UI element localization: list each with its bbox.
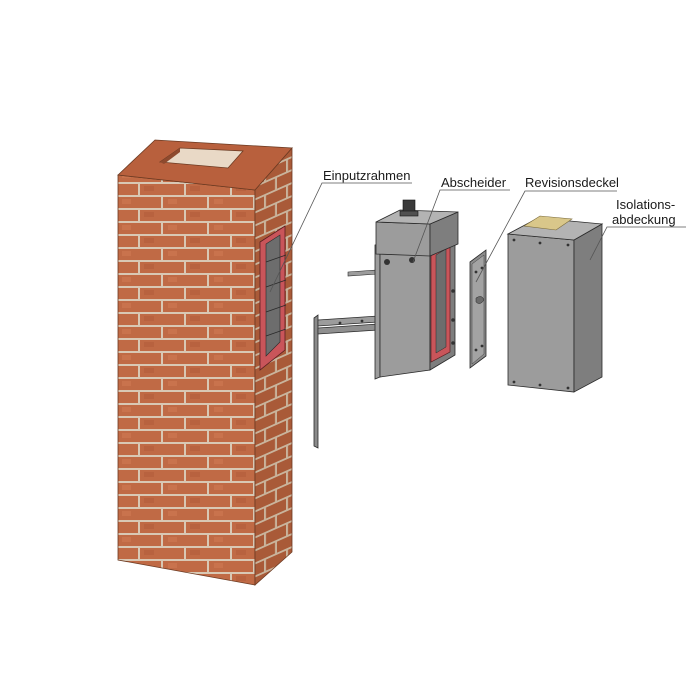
- chimney-front-face: [117, 174, 256, 586]
- insulation-material: [523, 215, 573, 231]
- leader-isolationsabdeckung: [589, 226, 686, 261]
- brick-chimney: [117, 139, 293, 586]
- label-isolationsabdeckung-line1: Isolations-: [616, 197, 675, 212]
- leader-revisionsdeckel: [475, 190, 617, 283]
- insulation-cover-front: [507, 233, 575, 393]
- label-isolationsabdeckung-line2: abdeckung: [612, 212, 676, 227]
- label-einputzrahmen: Einputzrahmen: [323, 168, 410, 183]
- label-abscheider: Abscheider: [441, 175, 507, 190]
- leader-einputzrahmen: [269, 182, 412, 293]
- label-revisionsdeckel: Revisionsdeckel: [525, 175, 619, 190]
- revisionsdeckel-cover: [469, 249, 487, 369]
- einputzrahmen-frame: [259, 225, 287, 371]
- mounting-bracket: [313, 314, 319, 449]
- isolationsabdeckung-cover: [506, 215, 604, 393]
- leader-abscheider: [412, 189, 510, 263]
- abscheider-unit: [313, 199, 459, 449]
